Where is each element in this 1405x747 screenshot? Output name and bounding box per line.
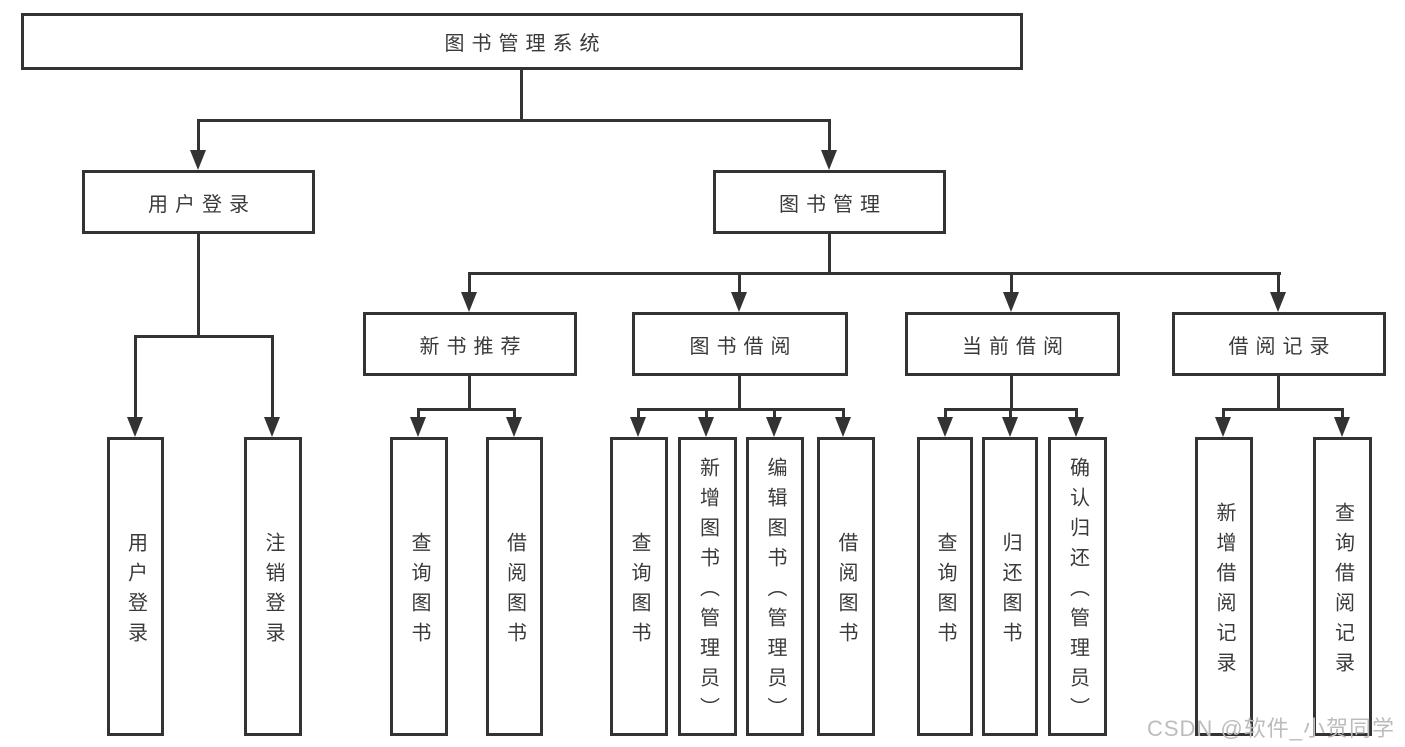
- leaf-query-borrow-record-label: 查询借阅记录: [1331, 501, 1354, 682]
- leaf-edit-book-admin-label: 编辑图书（管理员）: [764, 456, 786, 727]
- node-new-book-recommend: 新书推荐: [363, 312, 577, 376]
- arrow-down-icon: [1068, 408, 1085, 437]
- leaf-query-books-current: 查询图书: [917, 437, 973, 736]
- leaf-query-books-current-label: 查询图书: [934, 531, 956, 652]
- watermark-text: CSDN @软件_小贺同学: [1146, 716, 1395, 741]
- node-book-borrow: 图书借阅: [632, 312, 848, 376]
- leaf-logout-label: 注销登录: [262, 531, 284, 652]
- arrow-down-icon: [630, 408, 647, 437]
- connector-book-borrow-stem: [738, 376, 741, 411]
- node-library-system-label: 图书管理系统: [444, 33, 607, 55]
- node-new-book-recommend-label: 新书推荐: [419, 335, 528, 358]
- arrow-down-icon: [698, 408, 715, 437]
- node-library-system: 图书管理系统: [21, 13, 1023, 70]
- leaf-borrow-books-recommend-label: 借阅图书: [503, 531, 526, 652]
- leaf-add-book-admin: 新增图书（管理员）: [678, 437, 737, 736]
- node-user-login-label: 用户登录: [148, 193, 256, 216]
- node-book-management: 图书管理: [713, 170, 946, 234]
- arrow-down-icon: [506, 408, 523, 437]
- arrow-down-icon: [731, 272, 748, 312]
- arrow-down-icon: [835, 408, 852, 437]
- arrow-down-icon: [821, 119, 838, 170]
- leaf-borrow-books-recommend: 借阅图书: [486, 437, 543, 736]
- leaf-add-book-admin-label: 新增图书（管理员）: [696, 456, 719, 727]
- leaf-query-books-borrow-label: 查询图书: [628, 531, 650, 652]
- node-book-management-label: 图书管理: [779, 193, 887, 216]
- arrow-down-icon: [127, 335, 144, 437]
- arrow-down-icon: [190, 119, 207, 170]
- leaf-query-books-borrow: 查询图书: [610, 437, 668, 736]
- leaf-borrow-books-label: 借阅图书: [835, 531, 857, 652]
- leaf-borrow-books: 借阅图书: [817, 437, 875, 736]
- arrow-down-icon: [766, 408, 783, 437]
- leaf-user-login-label: 用户登录: [124, 531, 147, 652]
- node-current-borrow-label: 当前借阅: [962, 335, 1070, 358]
- arrow-down-icon: [937, 408, 954, 437]
- connector-current-borrow-stem: [1010, 376, 1013, 411]
- leaf-add-borrow-record: 新增借阅记录: [1195, 437, 1253, 736]
- connector-book-management-stem: [828, 234, 831, 275]
- connector-user-login-stem: [197, 234, 200, 338]
- connector-new-book-recommend-rail: [417, 408, 516, 411]
- arrow-down-icon: [264, 335, 281, 437]
- connector-borrow-records-rail: [1222, 408, 1344, 411]
- connector-new-book-recommend-stem: [468, 376, 471, 411]
- leaf-query-books-recommend: 查询图书: [390, 437, 448, 736]
- leaf-return-book: 归还图书: [982, 437, 1038, 736]
- leaf-logout: 注销登录: [244, 437, 302, 736]
- arrow-down-icon: [1334, 408, 1351, 437]
- arrow-down-icon: [1003, 272, 1020, 312]
- leaf-query-borrow-record: 查询借阅记录: [1313, 437, 1372, 736]
- arrow-down-icon: [410, 408, 427, 437]
- arrow-down-icon: [1002, 408, 1019, 437]
- arrow-down-icon: [1270, 272, 1287, 312]
- node-borrow-records-label: 借阅记录: [1228, 335, 1337, 358]
- leaf-return-book-label: 归还图书: [999, 531, 1021, 652]
- connector-level1-rail: [197, 119, 831, 122]
- node-current-borrow: 当前借阅: [905, 312, 1120, 376]
- connector-root-stem: [520, 69, 523, 122]
- leaf-query-books-recommend-label: 查询图书: [408, 531, 430, 652]
- connector-book-management-rail: [468, 272, 1281, 275]
- connector-borrow-records-stem: [1277, 376, 1280, 411]
- node-borrow-records: 借阅记录: [1172, 312, 1386, 376]
- connector-book-borrow-rail: [637, 408, 845, 411]
- connector-user-login-rail: [134, 335, 274, 338]
- leaf-user-login: 用户登录: [107, 437, 164, 736]
- arrow-down-icon: [461, 272, 478, 312]
- leaf-confirm-return-admin: 确认归还（管理员）: [1048, 437, 1107, 736]
- leaf-confirm-return-admin-label: 确认归还（管理员）: [1066, 456, 1089, 727]
- arrow-down-icon: [1215, 408, 1232, 437]
- node-book-borrow-label: 图书借阅: [689, 335, 798, 358]
- leaf-edit-book-admin: 编辑图书（管理员）: [746, 437, 804, 736]
- leaf-add-borrow-record-label: 新增借阅记录: [1213, 501, 1235, 682]
- node-user-login: 用户登录: [82, 170, 315, 234]
